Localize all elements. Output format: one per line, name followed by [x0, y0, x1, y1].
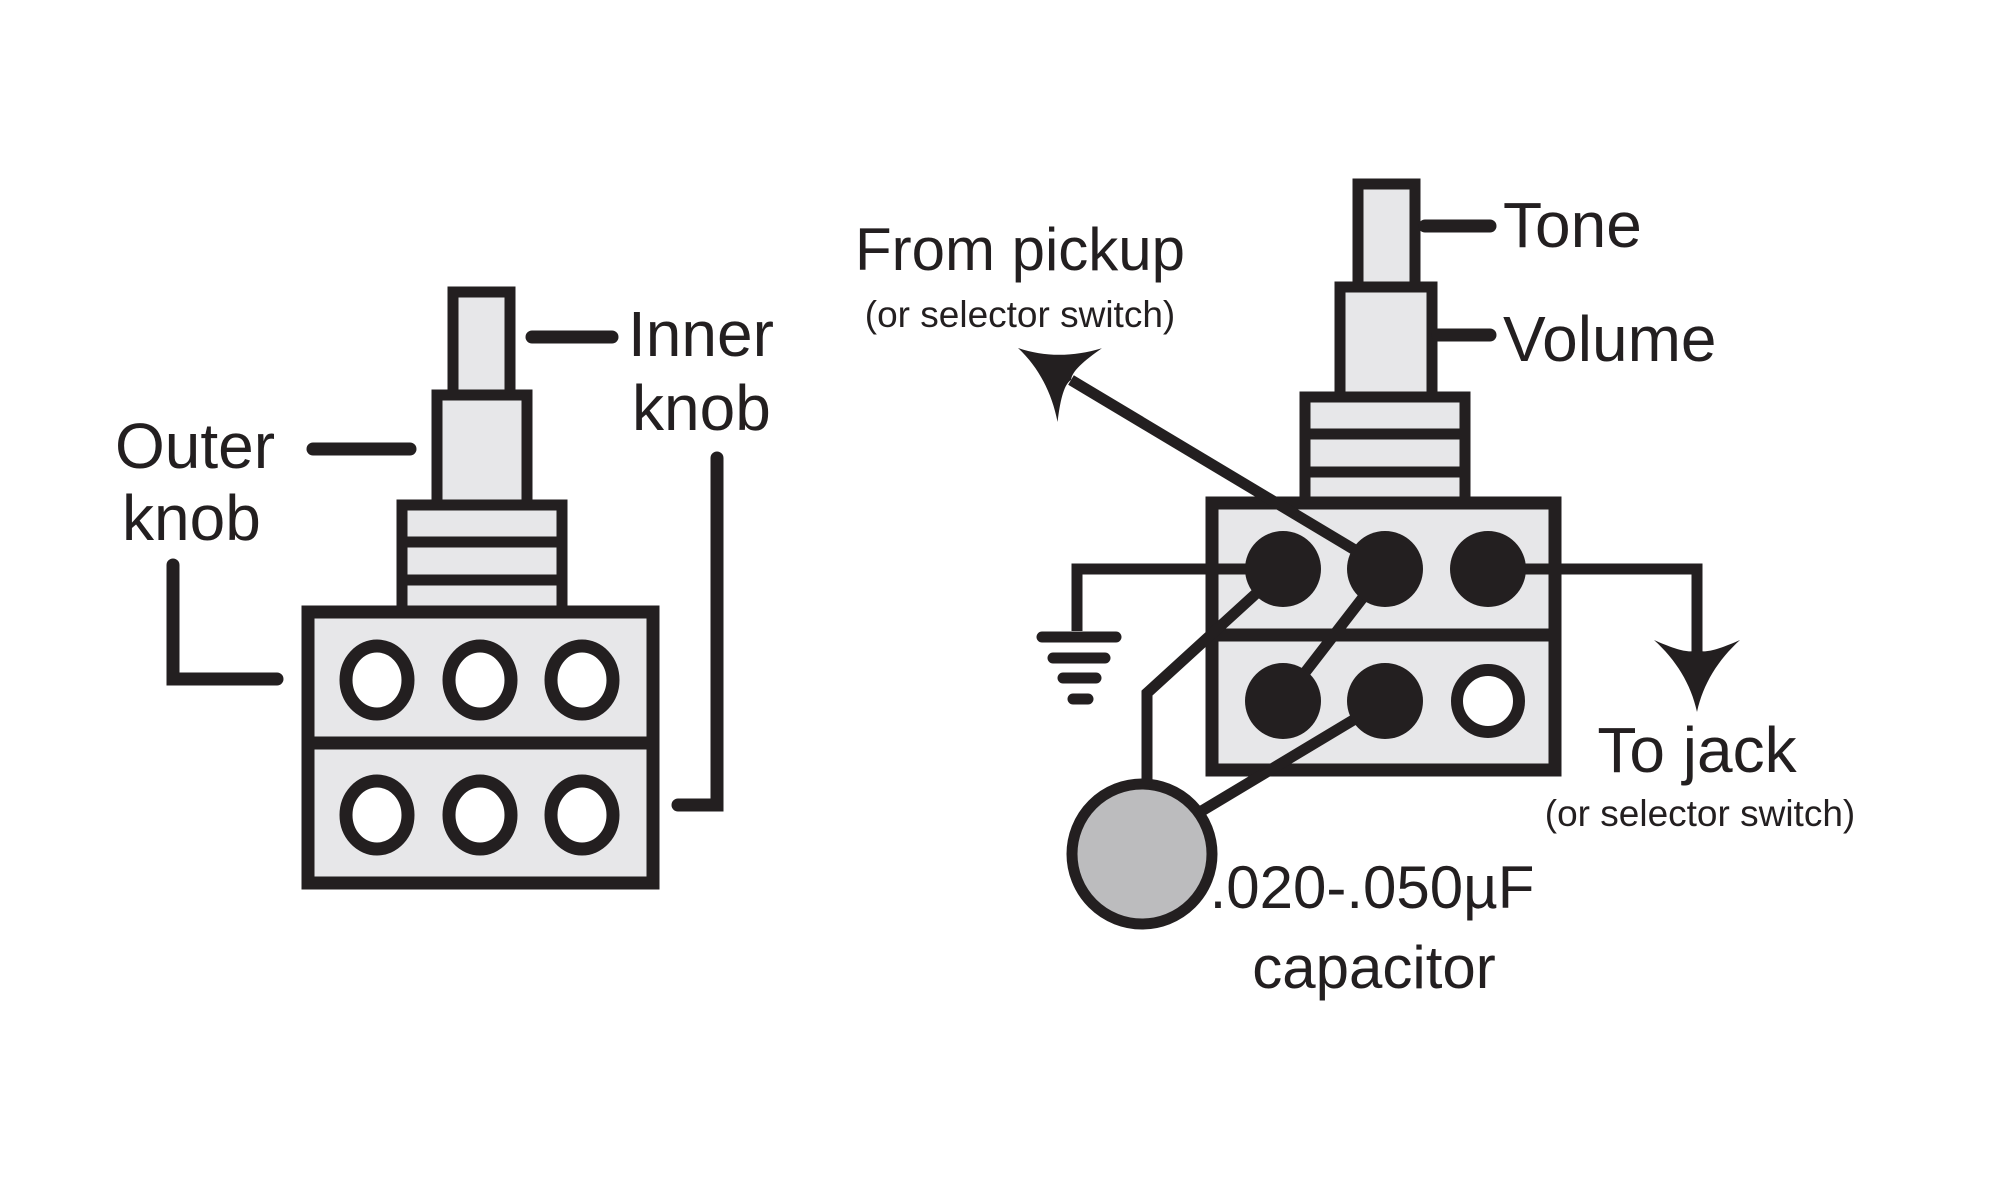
outer-knob-label-line2: knob — [122, 482, 261, 554]
outer-knob-label-line1: Outer — [115, 410, 275, 482]
outer-shaft-volume — [1334, 281, 1438, 409]
lug-bottom-middle — [1347, 663, 1423, 739]
wire-bottom-middle-to-capacitor — [1167, 696, 1388, 835]
from-pickup-sublabel: (or selector switch) — [865, 294, 1175, 335]
right-pot-wiring-view: From pickup (or selector switch) Tone Vo… — [855, 178, 1855, 1001]
capacitor-word-label: capacitor — [1252, 934, 1495, 1001]
solder-hole — [442, 639, 518, 721]
left-pot-front-view: Outer knob Inner knob — [115, 286, 774, 890]
from-pickup-label: From pickup — [855, 216, 1185, 283]
solder-hole — [339, 774, 415, 856]
solder-hole — [339, 639, 415, 721]
volume-label: Volume — [1503, 303, 1716, 375]
solder-hole — [544, 639, 620, 721]
to-jack-label: To jack — [1597, 714, 1797, 786]
lug-top-left — [1245, 531, 1321, 607]
inner-shaft-tone — [1352, 178, 1421, 302]
capacitor-value-label: .020-.050µF — [1210, 854, 1535, 921]
pickup-arrow-icon — [1018, 348, 1102, 422]
outer-knob-pointer-line — [166, 558, 284, 686]
threaded-collar — [1299, 391, 1471, 515]
to-jack-sublabel: (or selector switch) — [1545, 793, 1855, 834]
hole-bottom-right-open — [1451, 664, 1525, 738]
inner-knob-pointer-line — [671, 451, 724, 812]
lug-bottom-left — [1245, 663, 1321, 739]
tone-label: Tone — [1503, 189, 1642, 261]
wire-to-ground — [1071, 563, 1283, 631]
solder-hole — [544, 774, 620, 856]
inner-shaft — [447, 286, 516, 410]
outer-shaft — [431, 389, 533, 517]
wire-from-pickup — [1068, 375, 1388, 573]
down-arrow-icon — [1654, 640, 1740, 712]
lug-top-middle — [1347, 531, 1423, 607]
threaded-collar — [396, 499, 568, 623]
capacitor-body — [1066, 778, 1218, 930]
inner-knob-label-line1: Inner — [628, 298, 774, 370]
ground-icon — [1036, 631, 1122, 705]
lug-top-right — [1450, 531, 1526, 607]
inner-knob-label-line2: knob — [632, 372, 771, 444]
wire-to-jack — [1488, 563, 1703, 652]
wire-lug-to-capacitor — [1141, 564, 1287, 790]
solder-hole — [442, 774, 518, 856]
